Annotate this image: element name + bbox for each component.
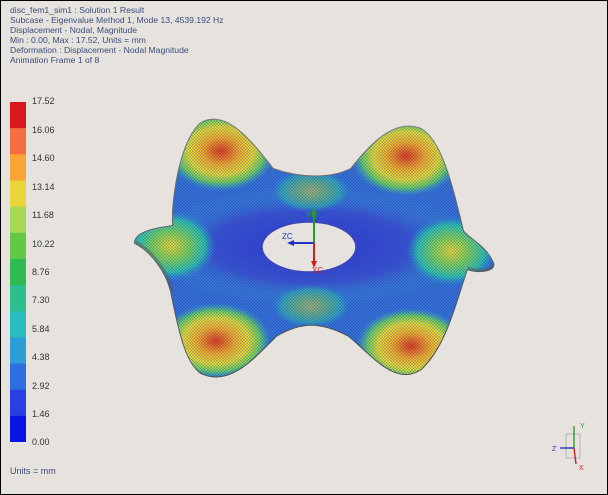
subcase-info: Subcase - Eigenvalue Method 1, Mode 13, … [10,15,224,25]
legend-tick: 8.76 [32,267,50,277]
min-max-info: Min : 0.00, Max : 17.52, Units = mm [10,35,146,45]
legend-tick: 13.14 [32,182,55,192]
legend-tick: 16.06 [32,125,55,135]
legend-color-band [10,128,26,155]
yc-label: YC [306,211,317,220]
legend-tick: 1.46 [32,409,50,419]
legend-color-band [10,389,26,417]
color-legend-bar [10,102,26,442]
legend-color-band [10,311,26,338]
legend-color-band [10,337,26,365]
result-title: disc_fem1_sim1 : Solution 1 Result [10,5,145,15]
legend-color-band [10,285,26,312]
view-y-label: Y [580,423,585,430]
legend-color-band [10,363,26,391]
legend-tick: 17.52 [32,96,55,106]
legend-tick: 7.30 [32,295,50,305]
view-x-label: X [579,465,584,472]
legend-tick: 5.84 [32,324,50,334]
legend-tick: 14.60 [32,153,55,163]
legend-color-band [10,102,26,129]
zc-label: ZC [282,232,293,241]
legend-color-band [10,415,26,442]
legend-tick: 4.38 [32,352,50,362]
legend-color-band [10,154,26,181]
legend-color-band [10,258,26,286]
legend-color-band [10,206,26,234]
legend-tick: 2.92 [32,381,50,391]
view-orientation-triad[interactable]: Y Z X [546,416,596,476]
deformation-info: Deformation : Displacement - Nodal Magni… [10,45,189,55]
view-z-label: Z [552,446,557,453]
center-hole [261,221,357,273]
result-type: Displacement - Nodal, Magnitude [10,25,138,35]
model-csys-triad[interactable]: ZC YC XC [282,207,323,275]
legend-tick: 0.00 [32,437,50,447]
legend-color-band [10,180,26,208]
units-label: Units = mm [10,466,56,476]
legend-tick: 11.68 [32,210,54,220]
animation-frame: Animation Frame 1 of 8 [10,55,100,65]
xc-label: XC [312,266,323,275]
legend-color-band [10,232,26,260]
legend-tick: 10.22 [32,239,55,249]
